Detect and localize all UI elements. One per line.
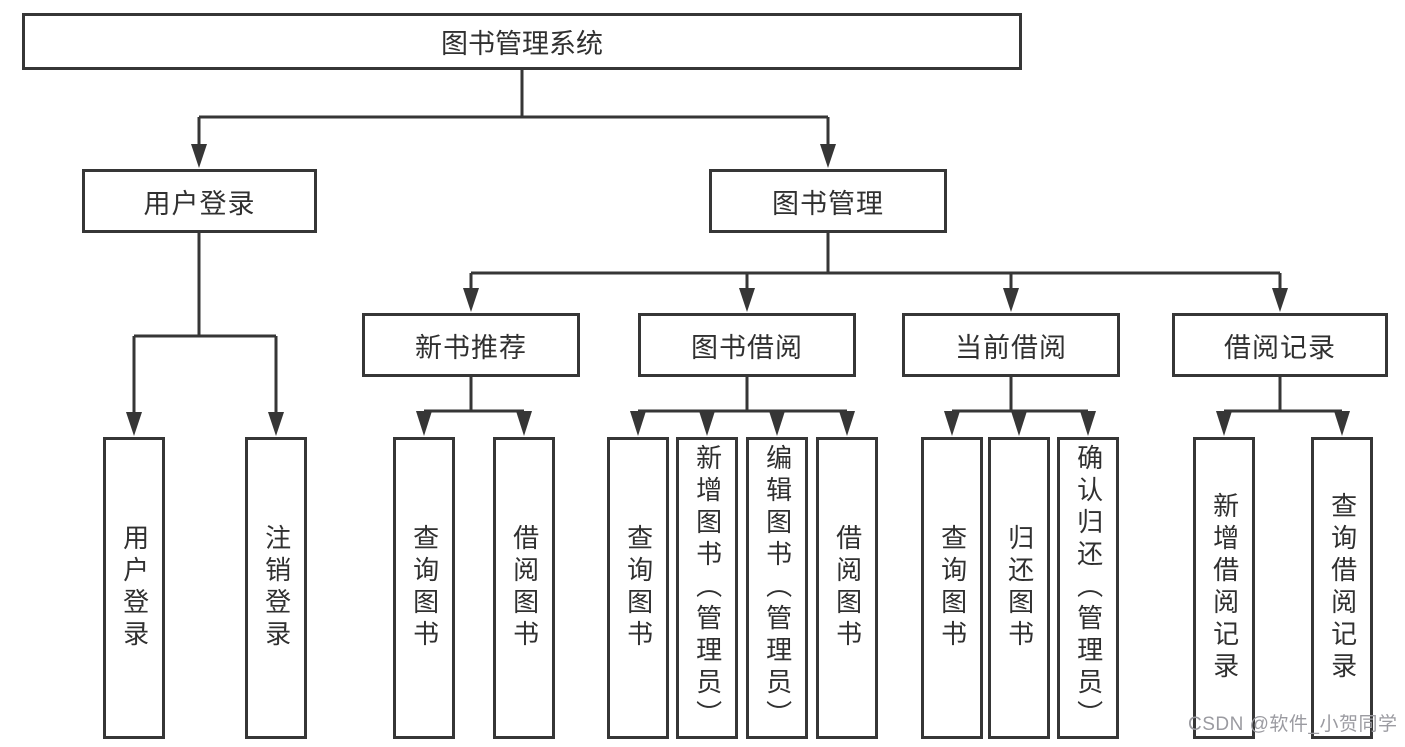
leaf-borrowing-edit-books-admin: 编辑图书（管理员） [746,437,808,739]
connector-new-book-branch [424,377,524,413]
node-current-borrowing: 当前借阅 [902,313,1120,377]
connector-root-to-level2 [197,70,830,146]
connector-borrowing-records-branch [1224,377,1342,413]
connector-current-borrowing-branch [952,377,1088,413]
node-borrowing-records: 借阅记录 [1172,313,1388,377]
leaf-current-return-books: 归还图书 [988,437,1050,739]
node-book-management: 图书管理 [709,169,947,233]
leaf-current-query-books: 查询图书 [921,437,983,739]
csdn-watermark: CSDN @软件_小贺同学 [1188,714,1398,735]
node-book-borrowing: 图书借阅 [638,313,856,377]
leaf-newbook-query-books: 查询图书 [393,437,455,739]
node-user-login: 用户登录 [82,169,317,233]
leaf-borrowing-borrow-books: 借阅图书 [816,437,878,739]
leaf-user-login: 用户登录 [103,437,165,739]
leaf-records-query-record: 查询借阅记录 [1311,437,1373,739]
connector-book-borrowing-branch [638,377,847,413]
node-root-system: 图书管理系统 [22,13,1022,70]
leaf-borrowing-add-books-admin: 新增图书（管理员） [676,437,738,739]
leaf-current-confirm-return-admin: 确认归还（管理员） [1057,437,1119,739]
connector-book-management-branch [469,233,1282,290]
leaf-newbook-borrow-books: 借阅图书 [493,437,555,739]
connector-user-login-branch [132,233,278,414]
leaf-records-add-record: 新增借阅记录 [1193,437,1255,739]
leaf-logout: 注销登录 [245,437,307,739]
node-new-book-recommend: 新书推荐 [362,313,580,377]
leaf-borrowing-query-books: 查询图书 [607,437,669,739]
arrowheads [126,144,1350,436]
